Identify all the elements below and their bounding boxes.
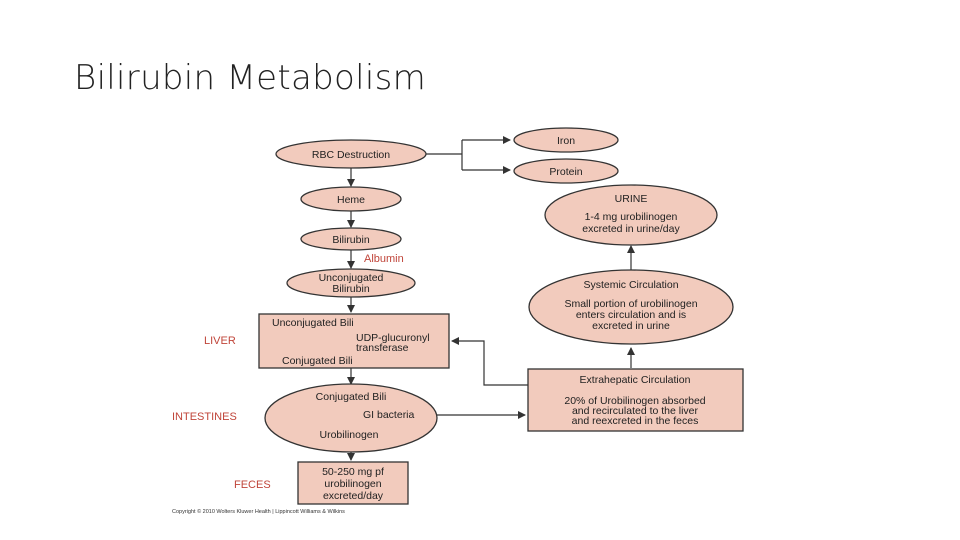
svg-text:transferase: transferase	[356, 342, 409, 354]
node-bilirubin: Bilirubin	[300, 227, 402, 251]
svg-text:excreted in urine/day: excreted in urine/day	[582, 223, 680, 235]
node-liver-box: Unconjugated Bili UDP-glucuronyl transfe…	[258, 313, 450, 369]
node-feces-box: 50-250 mg pf urobilinogen excreted/day	[297, 461, 409, 505]
svg-text:URINE: URINE	[615, 193, 648, 205]
svg-text:RBC Destruction: RBC Destruction	[312, 149, 390, 161]
svg-text:Unconjugated: Unconjugated	[319, 272, 384, 284]
svg-text:Bilirubin: Bilirubin	[332, 234, 370, 246]
node-rbc-destruction: RBC Destruction	[275, 139, 427, 169]
svg-text:Systemic Circulation: Systemic Circulation	[583, 279, 678, 291]
svg-text:urobilinogen: urobilinogen	[324, 478, 381, 490]
node-urine: URINE 1-4 mg urobilinogen excreted in ur…	[544, 184, 718, 246]
svg-text:Urobilinogen: Urobilinogen	[320, 429, 379, 441]
liver-label: LIVER	[204, 335, 236, 347]
svg-text:50-250 mg pf: 50-250 mg pf	[322, 466, 384, 478]
intestines-label: INTESTINES	[172, 411, 237, 423]
node-heme: Heme	[300, 186, 402, 212]
svg-text:Bilirubin: Bilirubin	[332, 283, 370, 295]
node-intestines: Conjugated Bili GI bacteria Urobilinogen	[264, 383, 438, 453]
slide-title: Bilirubin Metabolism	[74, 58, 427, 98]
svg-text:enters circulation and is: enters circulation and is	[576, 309, 686, 321]
svg-text:Protein: Protein	[549, 166, 582, 178]
svg-text:20% of Urobilinogen absorbed: 20% of Urobilinogen absorbed	[564, 395, 705, 407]
svg-text:UDP-glucuronyl: UDP-glucuronyl	[356, 332, 430, 344]
node-systemic-circulation: Systemic Circulation Small portion of ur…	[528, 269, 734, 345]
svg-text:Iron: Iron	[557, 135, 575, 147]
svg-text:and recirculated to the liver: and recirculated to the liver	[572, 405, 699, 417]
svg-text:Extrahepatic Circulation: Extrahepatic Circulation	[580, 374, 691, 386]
svg-text:Heme: Heme	[337, 194, 365, 206]
svg-text:Conjugated Bili: Conjugated Bili	[282, 355, 353, 367]
node-iron: Iron	[513, 127, 619, 153]
svg-text:Small portion of urobilinogen: Small portion of urobilinogen	[564, 298, 697, 310]
svg-text:Unconjugated Bili: Unconjugated Bili	[272, 317, 354, 329]
svg-text:and reexcreted in the feces: and reexcreted in the feces	[572, 415, 699, 427]
albumin-label: Albumin	[364, 253, 404, 265]
node-protein: Protein	[513, 158, 619, 184]
svg-text:excreted in urine: excreted in urine	[592, 320, 670, 332]
node-unconjugated-bilirubin: Unconjugated Bilirubin	[286, 268, 416, 298]
svg-text:Conjugated Bili: Conjugated Bili	[316, 391, 387, 403]
feces-label: FECES	[234, 479, 271, 491]
copyright-text: Copyright © 2010 Wolters Kluwer Health |…	[172, 508, 345, 515]
svg-text:1-4 mg urobilinogen: 1-4 mg urobilinogen	[585, 211, 678, 223]
svg-text:GI bacteria: GI bacteria	[363, 409, 415, 421]
node-extrahepatic-circulation: Extrahepatic Circulation 20% of Urobilin…	[527, 368, 744, 432]
svg-text:excreted/day: excreted/day	[323, 490, 384, 502]
